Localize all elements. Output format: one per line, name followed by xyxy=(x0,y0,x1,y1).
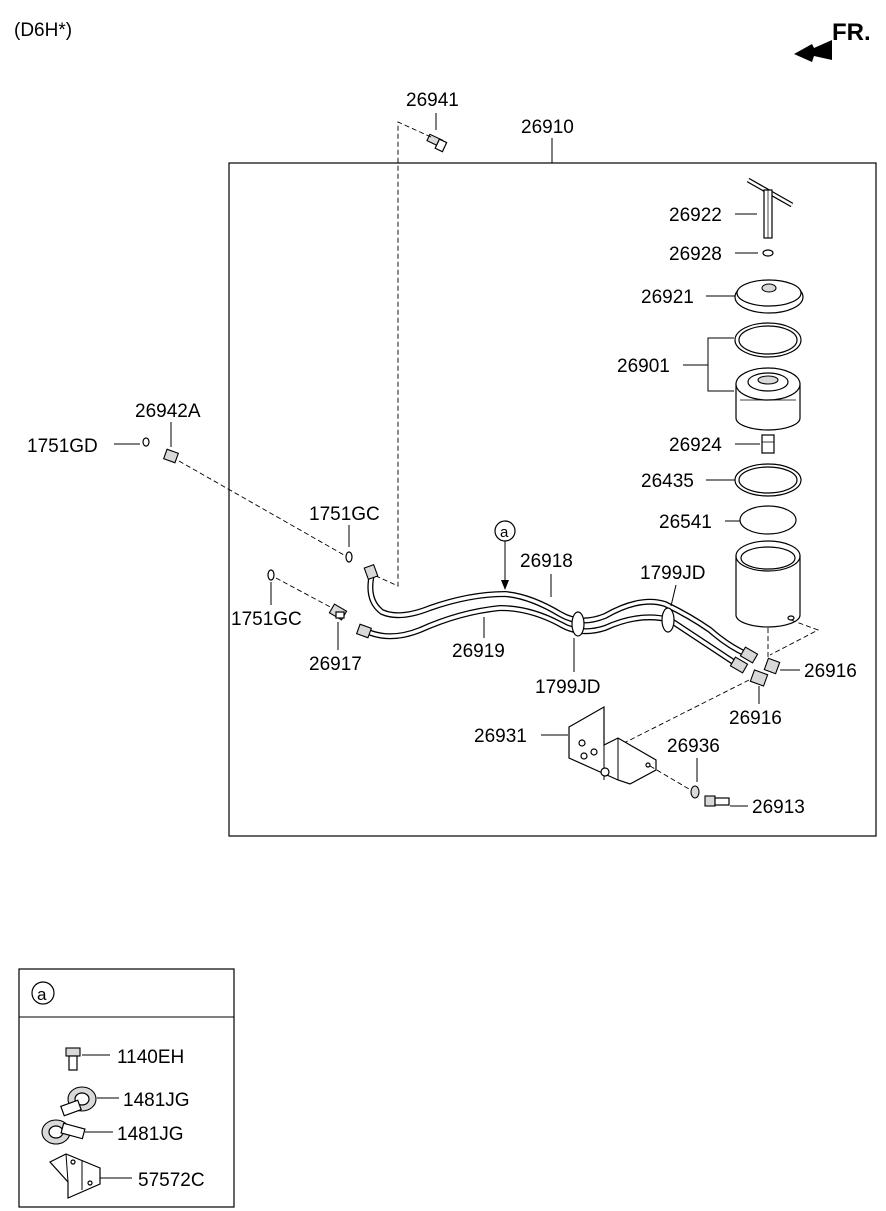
label-26936: 26936 xyxy=(667,736,720,757)
filter-housing xyxy=(735,540,801,628)
bolt-1140EH xyxy=(65,1047,81,1071)
label-26916-bottom: 26916 xyxy=(729,708,782,729)
label-26435: 26435 xyxy=(641,471,694,492)
label-26942A: 26942A xyxy=(135,401,201,422)
inset-detail-a: a 1140EH 1481JG 1481JG 57572C xyxy=(18,968,235,1208)
label-1751GC-top: 1751GC xyxy=(309,504,380,525)
dashed-path-26941 xyxy=(375,121,432,587)
label-1799JD-top: 1799JD xyxy=(640,563,706,584)
label-26916-right: 26916 xyxy=(804,661,857,682)
inset-item-1140EH: 1140EH xyxy=(117,1047,184,1068)
label-1799JD-bottom: 1799JD xyxy=(535,677,601,698)
label-1751GC-left: 1751GC xyxy=(231,609,302,630)
nipple-26924 xyxy=(761,434,775,454)
bracket-26931 xyxy=(568,705,657,785)
label-26941: 26941 xyxy=(406,90,459,111)
seal-26541 xyxy=(739,505,797,535)
cap-26921 xyxy=(734,279,804,314)
svg-text:a: a xyxy=(500,524,509,541)
label-26924: 26924 xyxy=(669,435,722,456)
oring-1751GD xyxy=(142,437,150,447)
front-arrow-icon xyxy=(794,40,832,62)
front-label: FR. xyxy=(832,19,871,46)
inset-marker: a xyxy=(37,985,47,1004)
label-26918: 26918 xyxy=(520,551,573,572)
drain-tool-26922 xyxy=(746,177,794,239)
label-1751GD: 1751GD xyxy=(27,436,98,457)
bolt-26913 xyxy=(704,795,730,807)
filter-ring-26901 xyxy=(734,322,802,358)
oring-1751GC-top xyxy=(345,551,353,563)
inset-item-1481JG-2: 1481JG xyxy=(117,1124,184,1145)
label-26928: 26928 xyxy=(669,244,722,265)
connector-26916-right xyxy=(763,657,781,675)
leader-26901-b xyxy=(707,365,734,392)
gasket-26435 xyxy=(734,463,802,497)
oring-26928 xyxy=(762,249,774,257)
label-26921: 26921 xyxy=(641,287,694,308)
label-26910: 26910 xyxy=(521,117,574,138)
pipe-26919 xyxy=(363,605,741,668)
dashed-path-26917 xyxy=(275,577,335,610)
dashed-housing-right xyxy=(769,619,820,656)
label-26922: 26922 xyxy=(669,205,722,226)
clamp-1481JG-b xyxy=(41,1119,86,1145)
dashed-path-26936 xyxy=(649,765,695,793)
label-26541: 26541 xyxy=(659,512,712,533)
connector-26916-bottom xyxy=(749,669,769,687)
inset-border xyxy=(18,968,235,1208)
bracket-57572C xyxy=(49,1153,101,1199)
variant-code: (D6H*) xyxy=(14,20,72,41)
front-direction-indicator: FR. xyxy=(794,19,871,62)
inset-item-57572C: 57572C xyxy=(138,1170,205,1191)
leader-1799JD-top xyxy=(670,584,677,607)
fitting-26917 xyxy=(328,603,348,621)
inset-marker-circle xyxy=(31,981,55,1005)
pipe-clamps xyxy=(571,607,675,637)
pipe-26918 xyxy=(367,571,751,658)
clamp-1481JG-a xyxy=(60,1086,97,1117)
callout-marker-a: a xyxy=(494,520,516,590)
label-26917: 26917 xyxy=(309,654,362,675)
pipe-end-fittings xyxy=(355,563,759,674)
washer-26936 xyxy=(690,785,700,799)
oring-1751GC-left xyxy=(267,569,275,581)
inset-item-1481JG-1: 1481JG xyxy=(123,1090,190,1111)
label-26919: 26919 xyxy=(452,641,505,662)
label-26931: 26931 xyxy=(474,726,527,747)
filter-element-26901 xyxy=(735,367,801,431)
label-26901: 26901 xyxy=(617,356,670,377)
bolt-26941 xyxy=(426,133,448,153)
label-26913: 26913 xyxy=(752,797,805,818)
leader-26901-a xyxy=(683,337,734,366)
plug-26942A xyxy=(162,448,180,464)
